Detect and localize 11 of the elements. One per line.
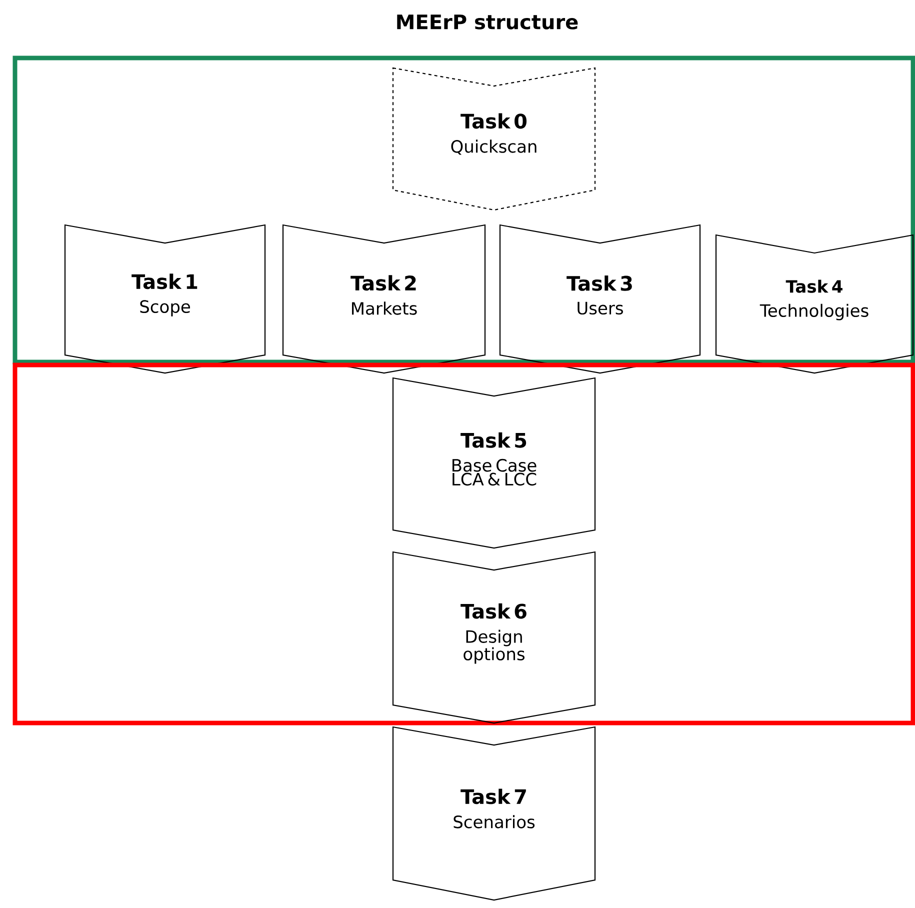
group-frame <box>12 362 915 726</box>
group-frame <box>12 56 915 364</box>
chevron-box: Task 5 Base Case LCA & LCC <box>392 377 596 549</box>
chevron-box: Task 3 Users <box>499 224 701 374</box>
chevron-box: Task 1 Scope <box>64 224 266 374</box>
chevron-box: Task 6 Design options <box>392 551 596 724</box>
chevron-box: Task 4 Technologies <box>715 234 914 374</box>
chevron-box: Task 7 Scenarios <box>392 726 596 901</box>
chevron-box: Task 0 Quickscan <box>392 67 596 211</box>
title: MEErP structure <box>397 14 578 30</box>
chevron-box: Task 2 Markets <box>282 224 486 374</box>
